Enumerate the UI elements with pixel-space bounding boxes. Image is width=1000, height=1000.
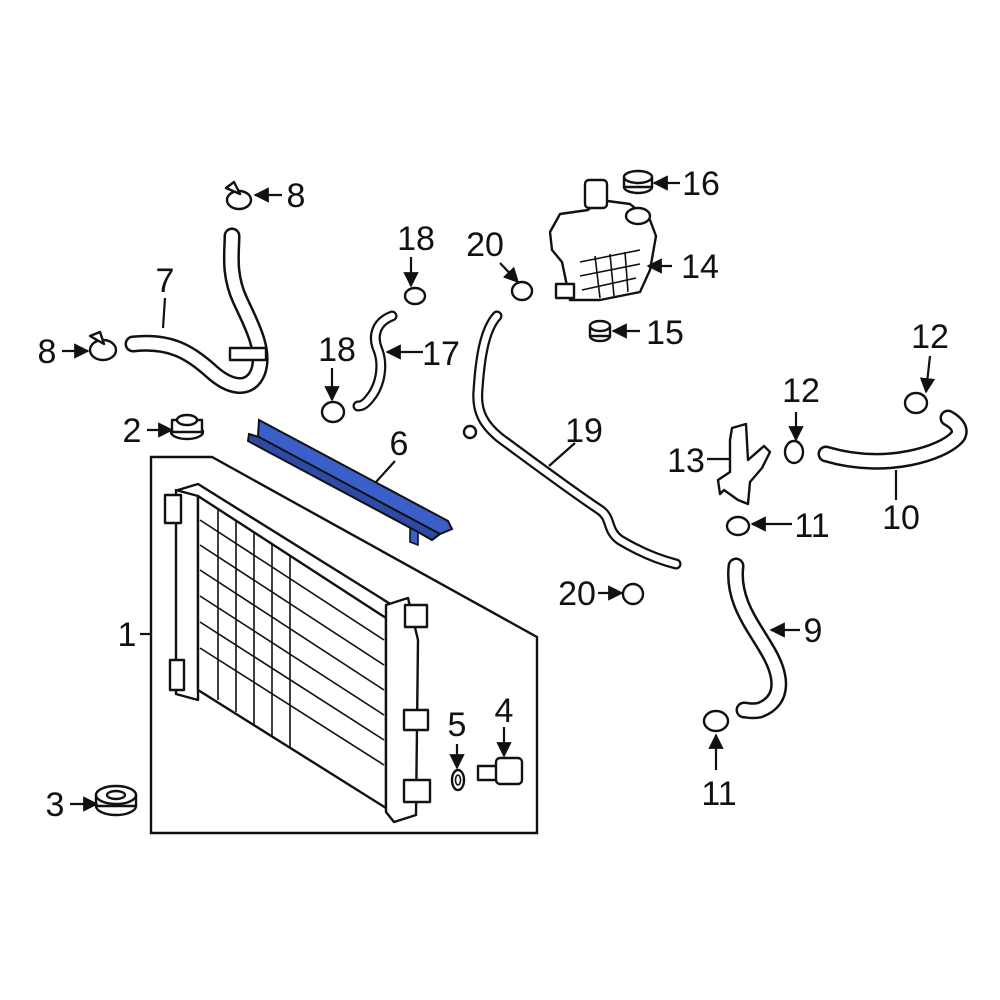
leader-20-top xyxy=(499,262,520,284)
callout-7: 7 xyxy=(156,262,175,300)
water-outlet-part xyxy=(716,422,772,506)
callout-2: 2 xyxy=(123,412,142,450)
callout-8-top: 8 xyxy=(287,177,306,215)
leader-6 xyxy=(375,460,396,483)
callout-17: 17 xyxy=(422,335,460,373)
reservoir-pipe-part xyxy=(462,310,682,570)
hose-clamp-part-12-right xyxy=(903,391,929,415)
callout-3: 3 xyxy=(46,786,65,824)
callout-labels: 1 2 3 4 5 6 7 8 8 9 10 11 11 12 12 13 14… xyxy=(38,165,949,824)
hose-clamp-part-18-bottom xyxy=(320,400,346,424)
callout-9: 9 xyxy=(804,612,823,650)
callout-11-top: 11 xyxy=(794,507,829,545)
hose-clamp-part-20-bottom xyxy=(621,582,645,606)
callout-10: 10 xyxy=(882,499,920,537)
leader-lines xyxy=(62,175,936,812)
callout-12-middle: 12 xyxy=(782,372,820,410)
callout-20-top: 20 xyxy=(466,226,504,264)
coolant-reservoir-part xyxy=(548,178,658,302)
leader-12-right xyxy=(919,355,936,394)
outlet-hose-part-10 xyxy=(817,409,968,470)
callout-14: 14 xyxy=(681,248,719,286)
callout-12-right: 12 xyxy=(911,318,949,356)
radiator xyxy=(163,482,432,824)
hose-clamp-part-8-left xyxy=(88,330,118,362)
hose-clamp-part-18-top xyxy=(403,286,427,306)
callout-15: 15 xyxy=(646,314,684,352)
bypass-hose-part xyxy=(352,310,398,412)
callout-18-bottom: 18 xyxy=(318,331,356,369)
o-ring-part xyxy=(450,768,466,792)
callout-6: 6 xyxy=(390,425,409,463)
drain-plug-part xyxy=(476,756,524,786)
leader-7 xyxy=(161,297,167,329)
callout-18-top: 18 xyxy=(397,220,435,258)
callout-1: 1 xyxy=(118,616,137,654)
callout-16: 16 xyxy=(682,165,720,203)
callout-19: 19 xyxy=(565,412,603,450)
radiator-group-box xyxy=(149,455,539,835)
radiator-group xyxy=(149,455,539,835)
upper-support-bracket-highlighted xyxy=(246,418,454,547)
callout-11-bottom: 11 xyxy=(701,775,736,813)
callout-20-bottom: 20 xyxy=(558,575,596,613)
lower-hose-part-9 xyxy=(727,557,788,720)
hose-clamp-part-11-bottom xyxy=(702,709,730,733)
reservoir-cap-part xyxy=(622,169,654,195)
callout-5: 5 xyxy=(448,706,467,744)
mount-cushion-part xyxy=(94,784,138,817)
hose-clamp-part-11-top xyxy=(725,515,751,537)
leader-19 xyxy=(548,442,576,467)
radiator-cap-part xyxy=(169,413,205,441)
callout-8-left: 8 xyxy=(38,333,57,371)
callout-4: 4 xyxy=(495,692,514,730)
hose-clamp-part-12-middle xyxy=(783,439,805,465)
hose-clamp-part-8-top xyxy=(224,180,253,211)
callout-13: 13 xyxy=(667,442,705,480)
hose-clamp-part-20-top xyxy=(510,280,534,302)
upper-radiator-hose-part xyxy=(124,227,269,394)
reservoir-grommet-part xyxy=(588,319,612,343)
